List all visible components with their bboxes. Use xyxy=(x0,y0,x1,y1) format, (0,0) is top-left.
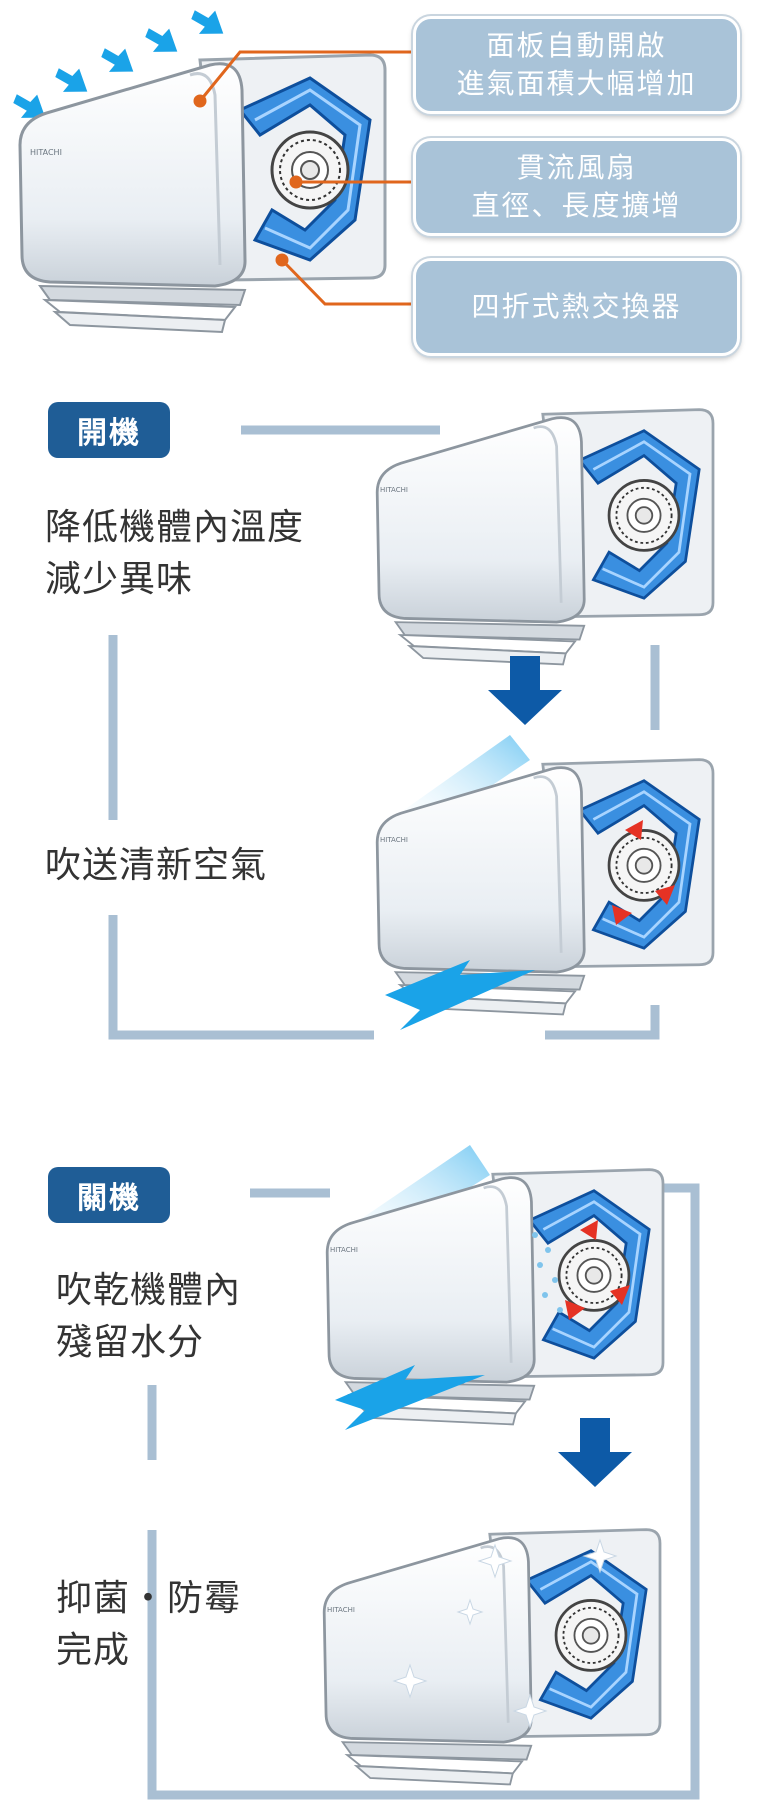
off-step1-text: 吹乾機體內 殘留水分 xyxy=(56,1265,241,1369)
brand-label-off-1: HITACHI xyxy=(330,1246,358,1254)
brand-label-on-2: HITACHI xyxy=(380,836,408,844)
off-step1-line2: 殘留水分 xyxy=(56,1322,205,1363)
on-step2-line1: 吹送清新空氣 xyxy=(45,845,268,886)
on-step1-line2: 減少異味 xyxy=(45,559,194,600)
on-step1-text: 降低機體內溫度 減少異味 xyxy=(45,502,304,606)
brand-label-off-2: HITACHI xyxy=(327,1606,355,1614)
top-intake-arrows xyxy=(13,10,224,118)
off-step1-line1: 吹乾機體內 xyxy=(56,1270,242,1311)
off-down-arrow xyxy=(558,1418,632,1487)
on-step1-line1: 降低機體內溫度 xyxy=(45,507,305,548)
on-down-arrow xyxy=(488,656,562,725)
on-unit-1 xyxy=(375,408,715,666)
on-section-frame xyxy=(108,425,660,1040)
callout-exchanger: 四折式熱交換器 xyxy=(413,258,740,356)
on-badge: 開機 xyxy=(48,402,170,458)
callout-panel-line2: 進氣面積大幅增加 xyxy=(456,67,697,100)
callout-leaders xyxy=(193,50,413,306)
off-step2-text: 抑菌・防霉 完成 xyxy=(56,1573,241,1677)
callout-fan-line1: 貫流風扇 xyxy=(516,151,637,184)
on-unit-2 xyxy=(375,735,715,1030)
off-unit-1 xyxy=(325,1145,665,1430)
brand-label-on-1: HITACHI xyxy=(380,486,408,494)
callout-panel-line1: 面板自動開啟 xyxy=(486,29,667,62)
callout-fan-line2: 直徑、長度擴增 xyxy=(471,189,682,222)
off-step2-line1: 抑菌・防霉 xyxy=(56,1578,242,1619)
callout-panel: 面板自動開啟 進氣面積大幅增加 xyxy=(413,16,740,114)
off-section-frame xyxy=(147,1183,700,1800)
on-step2-text: 吹送清新空氣 xyxy=(45,840,267,892)
off-step2-line2: 完成 xyxy=(56,1630,131,1671)
brand-label-top: HITACHI xyxy=(30,148,62,157)
sparkle-icons xyxy=(392,1538,618,1729)
callout-exchanger-line1: 四折式熱交換器 xyxy=(471,290,682,323)
callout-fan: 貫流風扇 直徑、長度擴增 xyxy=(413,138,740,236)
off-badge: 關機 xyxy=(48,1167,170,1223)
